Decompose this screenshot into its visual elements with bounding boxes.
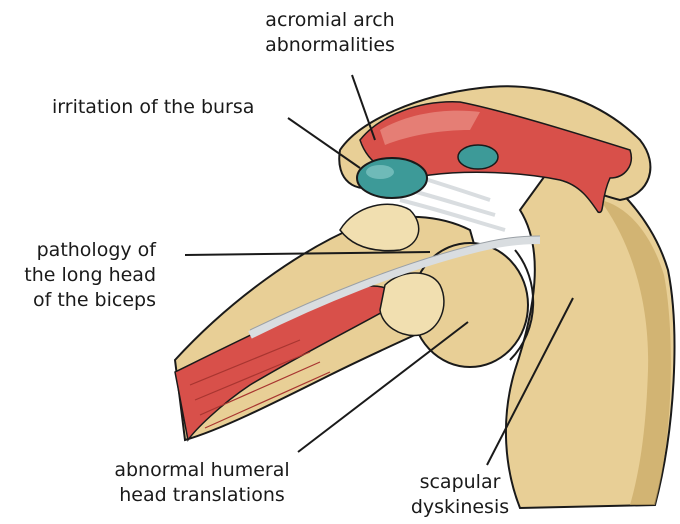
label-scapular: scapular dyskinesis xyxy=(380,470,540,520)
label-acromial-line1: acromial arch xyxy=(180,8,480,33)
tuberosity xyxy=(380,273,444,335)
label-acromial-arch: acromial arch abnormalities xyxy=(180,8,480,58)
label-scapular-line1: scapular xyxy=(380,470,540,495)
bursa-highlight xyxy=(366,165,394,179)
label-humeral: abnormal humeral head translations xyxy=(72,458,332,508)
label-humeral-line2: head translations xyxy=(72,483,332,508)
label-biceps-line1: pathology of xyxy=(0,238,156,263)
label-scapular-line2: dyskinesis xyxy=(380,495,540,520)
label-biceps-line2: the long head xyxy=(0,263,156,288)
label-bursa: irritation of the bursa xyxy=(52,95,254,120)
label-bursa-text: irritation of the bursa xyxy=(52,96,254,118)
label-humeral-line1: abnormal humeral xyxy=(72,458,332,483)
bursa xyxy=(357,158,427,198)
label-acromial-line2: abnormalities xyxy=(180,33,480,58)
label-biceps-line3: of the biceps xyxy=(0,288,156,313)
bursa-2 xyxy=(458,145,498,169)
label-biceps: pathology of the long head of the biceps xyxy=(0,238,156,313)
